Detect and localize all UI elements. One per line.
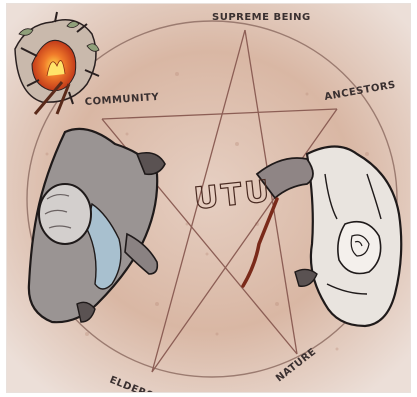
- illustration-canvas: UTU SUPREME BEING COMMUNITY ANCESTORS EL…: [7, 4, 411, 393]
- label-top: SUPREME BEING: [212, 12, 311, 23]
- utu-illustration: UTU SUPREME BEING COMMUNITY ANCESTORS EL…: [6, 3, 411, 393]
